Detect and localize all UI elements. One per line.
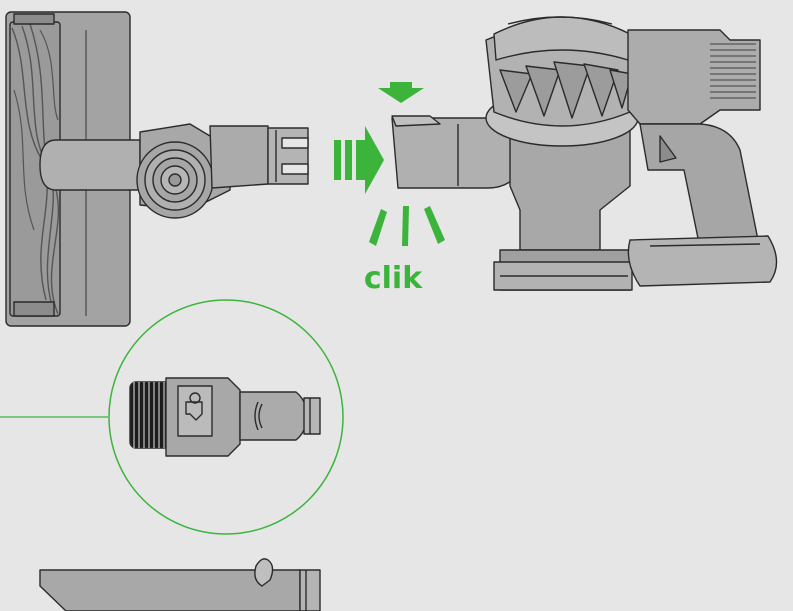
crevice-tool [39,558,321,611]
down-arrow-icon [378,82,424,103]
handheld-vacuum [391,16,778,291]
click-burst-icon [369,206,445,246]
floor-head [5,11,141,327]
combination-tool [129,377,321,457]
clik-label: clik [364,261,423,296]
head-neck-connector [136,123,309,219]
tool-callout [0,299,344,535]
right-arrow-icon [334,126,384,194]
